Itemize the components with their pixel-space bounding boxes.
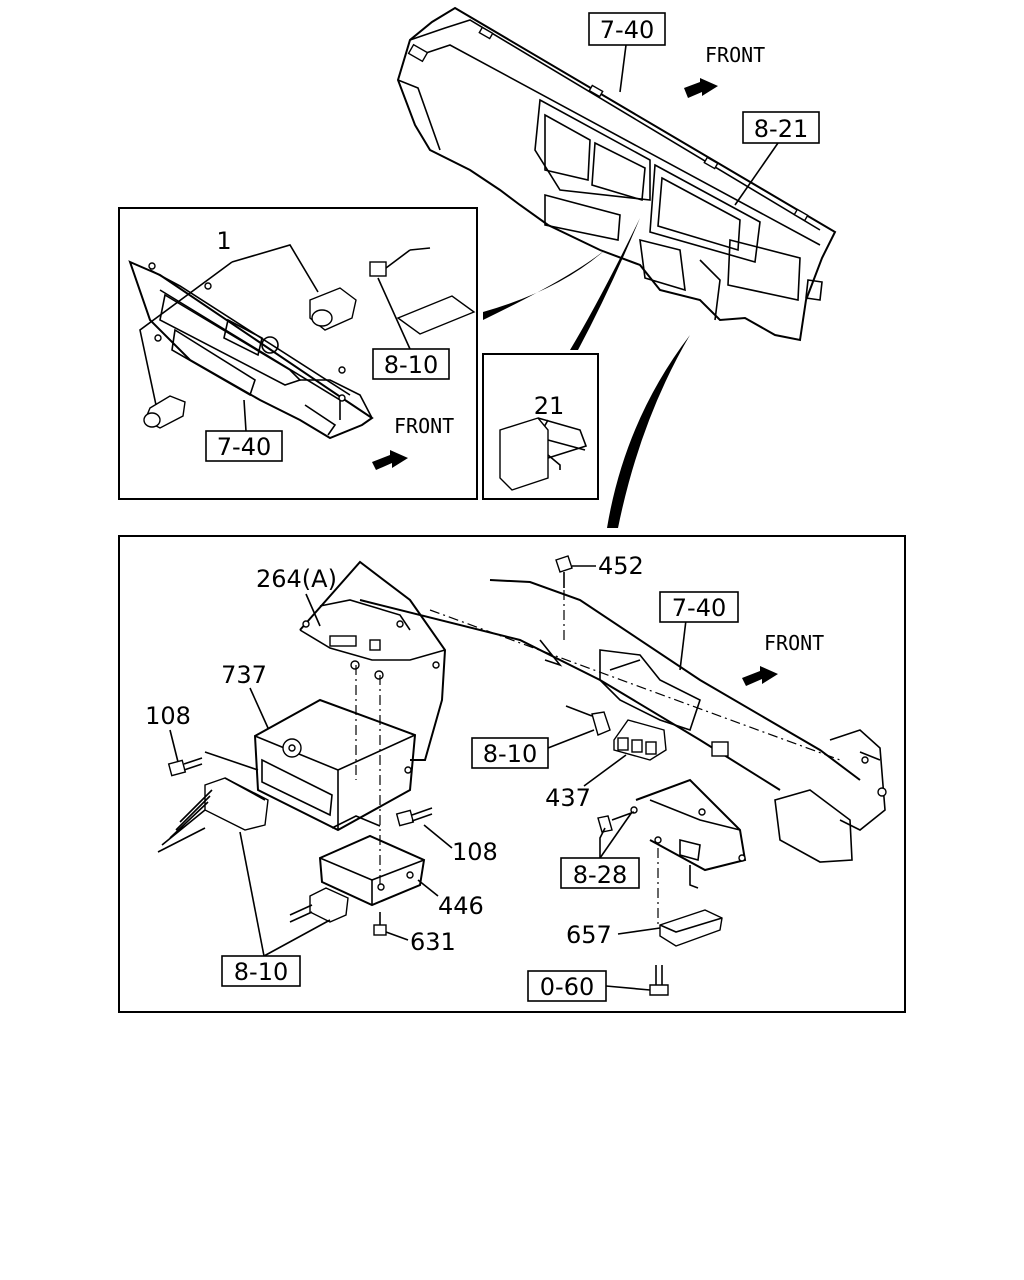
ref-box-8-10-mid	[471, 737, 549, 769]
pointer-wedges	[483, 218, 690, 528]
front-arrow-top-icon	[684, 78, 718, 98]
part-108-right-label: 108	[452, 838, 498, 866]
module-446-drawing	[318, 815, 426, 907]
ref-8-10-bottom-label: 8-10	[234, 958, 288, 986]
bolt-108-right-drawing	[395, 807, 433, 827]
bracket-264a-drawing	[299, 560, 447, 885]
front-label-lower: FRONT	[764, 631, 824, 655]
part-452-label: 452	[598, 552, 644, 580]
front-arrow-lower-icon	[742, 666, 778, 686]
part-21-drawing: 21	[499, 392, 588, 491]
inset-frame-part-21	[482, 353, 599, 500]
part-446-label: 446	[438, 892, 484, 920]
part-437-label: 437	[545, 784, 591, 812]
harness-connector-drawing	[157, 777, 269, 853]
dashboard-panel-drawing	[396, 6, 837, 342]
cross-beam-drawing	[359, 579, 887, 863]
ref-8-10-inset-label: 8-10	[384, 351, 438, 379]
small-connector-drawing	[289, 887, 349, 923]
part-657-label: 657	[566, 921, 612, 949]
relay-bracket-drawing	[597, 778, 747, 925]
top-callouts: 7-40 8-21 FRONT	[588, 12, 820, 206]
part-631-label: 631	[410, 928, 456, 956]
switch-panel-drawing	[128, 247, 476, 440]
ref-8-28-label: 8-28	[573, 861, 627, 889]
part-737-label: 737	[221, 661, 267, 689]
ref-box-8-21	[742, 111, 820, 144]
bolt-0-60-drawing	[649, 965, 669, 996]
part-108-left-label: 108	[145, 702, 191, 730]
part-1-label: 1	[216, 227, 231, 255]
ecu-737-drawing	[204, 698, 417, 832]
screw-631-drawing	[373, 912, 387, 936]
ref-7-40-inset-label: 7-40	[217, 433, 271, 461]
ref-box-7-40-lower	[659, 591, 739, 623]
part-264a-label: 264(A)	[256, 565, 337, 593]
ref-box-7-40-top	[588, 12, 666, 46]
relay-437-drawing	[565, 705, 667, 761]
inset-frame-lower-assembly	[118, 535, 906, 1013]
ref-8-21-label: 8-21	[754, 115, 808, 143]
ref-box-8-28	[560, 857, 640, 889]
ref-8-10-mid-label: 8-10	[483, 740, 537, 768]
front-arrow-inset-icon	[372, 450, 408, 470]
ref-box-7-40-inset	[205, 430, 283, 462]
bolt-108-left-drawing	[167, 757, 203, 777]
inset-frame-switch-panel	[118, 207, 478, 500]
part-21-label: 21	[534, 392, 565, 420]
lower-callouts: 452 264(A) 7-40 FRONT 737 108 8-10 437 1…	[145, 552, 824, 1002]
ref-box-8-10-inset	[372, 348, 450, 380]
front-label-top: FRONT	[705, 43, 765, 67]
ref-box-8-10-bottom	[221, 955, 301, 987]
ref-7-40-lower-label: 7-40	[672, 594, 726, 622]
bolt-452-drawing	[555, 555, 573, 642]
ref-box-0-60	[527, 970, 607, 1002]
inset1-callouts: 1 8-10 7-40 FRONT	[139, 227, 454, 470]
ref-0-60-label: 0-60	[540, 973, 594, 1001]
part-657-drawing	[659, 909, 723, 947]
front-label-inset: FRONT	[394, 414, 454, 438]
ref-7-40-top-label: 7-40	[600, 16, 654, 44]
